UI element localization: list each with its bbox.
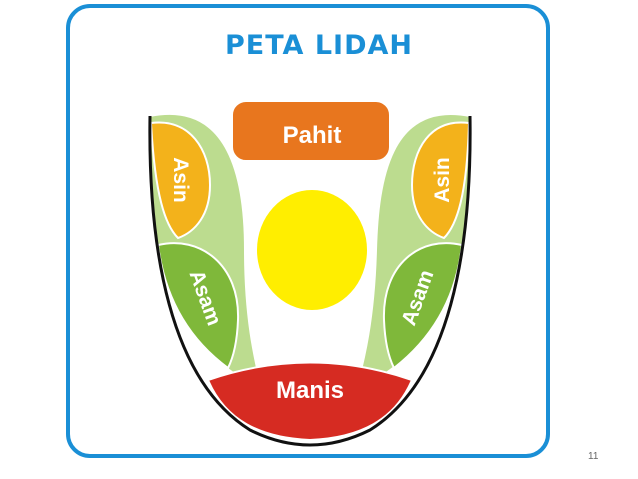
asin-right-label: Asin	[431, 157, 454, 203]
tongue-outline	[148, 115, 472, 447]
manis-label: Manis	[276, 377, 344, 404]
asam-left-region	[156, 242, 240, 370]
pahit-region	[231, 100, 391, 162]
page-title: PETA LIDAH	[224, 30, 413, 61]
asin-right-region	[410, 121, 471, 240]
page-number: 11	[588, 451, 599, 462]
asin-left-label: Asin	[169, 157, 192, 203]
center-circle	[257, 190, 367, 310]
pahit-label: Pahit	[283, 122, 342, 149]
asin-left-region	[149, 121, 212, 240]
asam-right-region	[382, 242, 464, 370]
manis-region	[206, 361, 414, 442]
